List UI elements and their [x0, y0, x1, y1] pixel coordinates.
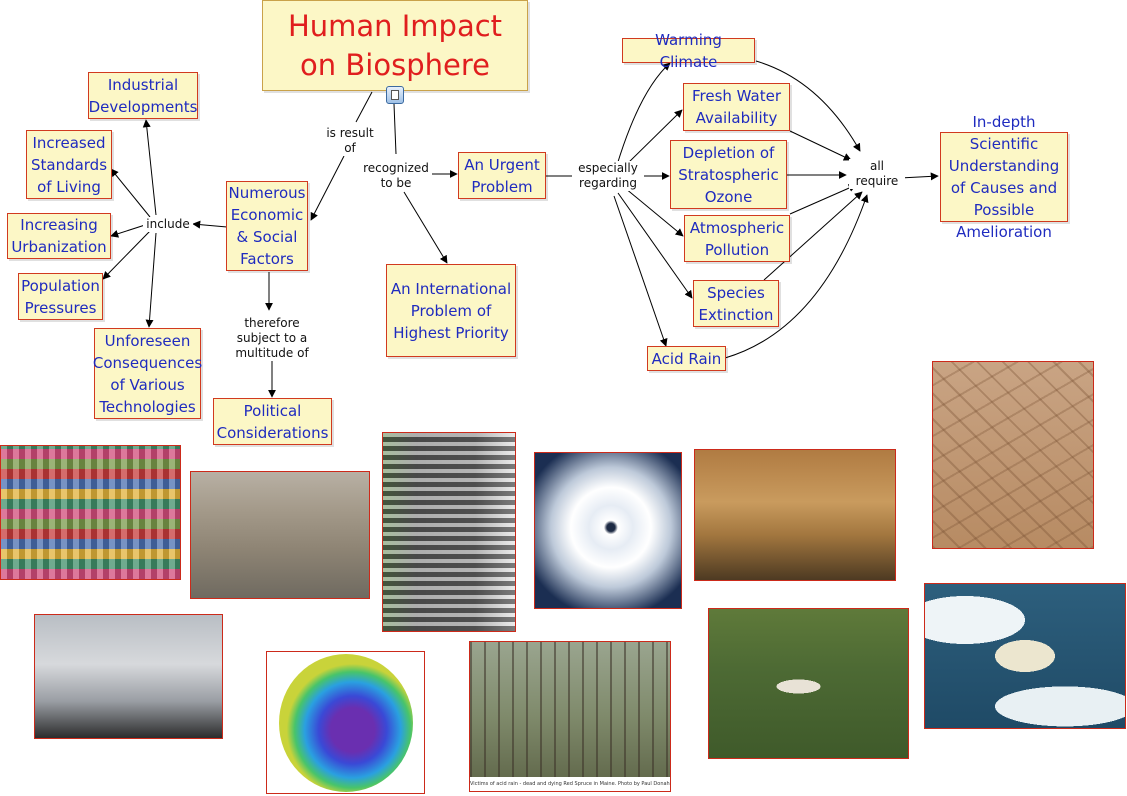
city-smog-photo[interactable]: [190, 471, 370, 599]
concept-warming-climate[interactable]: Warming Climate: [622, 31, 755, 71]
concept-urgent-problem[interactable]: An Urgent Problem: [458, 152, 546, 199]
concept-increased-standards[interactable]: Increased Standards of Living: [26, 130, 112, 199]
concept-fresh-water-label: Fresh Water Availability: [691, 87, 782, 127]
city-haze-photo[interactable]: [694, 449, 896, 581]
concept-fresh-water[interactable]: Fresh Water Availability: [683, 83, 790, 131]
dead-fish-photo[interactable]: [708, 608, 909, 759]
link-include: include: [143, 217, 193, 232]
crowd-photo[interactable]: [0, 445, 181, 580]
concept-ozone-depletion[interactable]: Depletion of Stratospheric Ozone: [670, 140, 787, 209]
hurricane-photo[interactable]: [534, 452, 682, 609]
concept-increasing-urbanization-label: Increasing Urbanization: [11, 216, 107, 256]
concept-species-extinction[interactable]: Species Extinction: [693, 280, 779, 327]
concept-species-extinction-label: Species Extinction: [698, 283, 774, 324]
concept-numerous-factors[interactable]: Numerous Economic & Social Factors: [226, 181, 308, 271]
concept-atmospheric-pollution-label: Atmospheric Pollution: [689, 218, 785, 259]
link-therefore-subject: therefore subject to a multitude of: [224, 316, 320, 361]
page-title-text: Human Impact on Biosphere: [287, 8, 503, 82]
concept-international-problem[interactable]: An International Problem of Highest Prio…: [386, 264, 516, 357]
link-is-result-of: is result of: [321, 126, 379, 156]
ozone-globe: [279, 654, 413, 792]
concept-warming-climate-label: Warming Climate: [655, 30, 722, 71]
page-title[interactable]: Human Impact on Biosphere: [262, 0, 528, 91]
acid-rain-caption: Victims of acid rain - dead and dying Re…: [470, 777, 670, 791]
concept-ozone-depletion-label: Depletion of Stratospheric Ozone: [678, 143, 779, 206]
concept-population-pressures[interactable]: Population Pressures: [18, 273, 103, 320]
concept-industrial-developments-label: Industrial Developments: [88, 75, 198, 116]
document-icon[interactable]: [386, 86, 404, 104]
concept-increasing-urbanization[interactable]: Increasing Urbanization: [7, 213, 111, 259]
concept-scientific-understanding-label: In-depth Scientific Understanding of Cau…: [948, 113, 1060, 241]
concept-unforeseen-consequences-label: Unforeseen Consequences of Various Techn…: [92, 331, 203, 416]
smokestacks-photo[interactable]: [34, 614, 223, 739]
concept-scientific-understanding[interactable]: In-depth Scientific Understanding of Cau…: [940, 113, 1068, 241]
concept-atmospheric-pollution[interactable]: Atmospheric Pollution: [684, 215, 790, 262]
concept-acid-rain-label: Acid Rain: [651, 349, 722, 368]
concept-political-considerations[interactable]: Political Considerations: [213, 398, 332, 445]
acid-rain-forest-photo[interactable]: Victims of acid rain - dead and dying Re…: [469, 641, 671, 792]
concept-unforeseen-consequences[interactable]: Unforeseen Consequences of Various Techn…: [92, 328, 203, 419]
concept-acid-rain[interactable]: Acid Rain: [647, 346, 726, 371]
concept-international-problem-label: An International Problem of Highest Prio…: [390, 279, 512, 342]
concept-numerous-factors-label: Numerous Economic & Social Factors: [228, 184, 306, 268]
concept-political-considerations-label: Political Considerations: [216, 401, 329, 442]
polar-bear-photo[interactable]: [924, 583, 1126, 729]
concept-population-pressures-label: Population Pressures: [21, 276, 100, 317]
concept-increased-standards-label: Increased Standards of Living: [30, 133, 108, 196]
drought-photo[interactable]: [932, 361, 1094, 549]
link-recognized-to-be: recognized to be: [360, 161, 432, 191]
concept-industrial-developments[interactable]: Industrial Developments: [88, 72, 198, 119]
traffic-jam-photo[interactable]: [382, 432, 516, 632]
link-all-require: all require: [849, 159, 905, 189]
concept-urgent-problem-label: An Urgent Problem: [464, 155, 540, 196]
link-especially-regarding: especially regarding: [572, 161, 644, 191]
ozone-hole-photo[interactable]: [266, 651, 425, 794]
